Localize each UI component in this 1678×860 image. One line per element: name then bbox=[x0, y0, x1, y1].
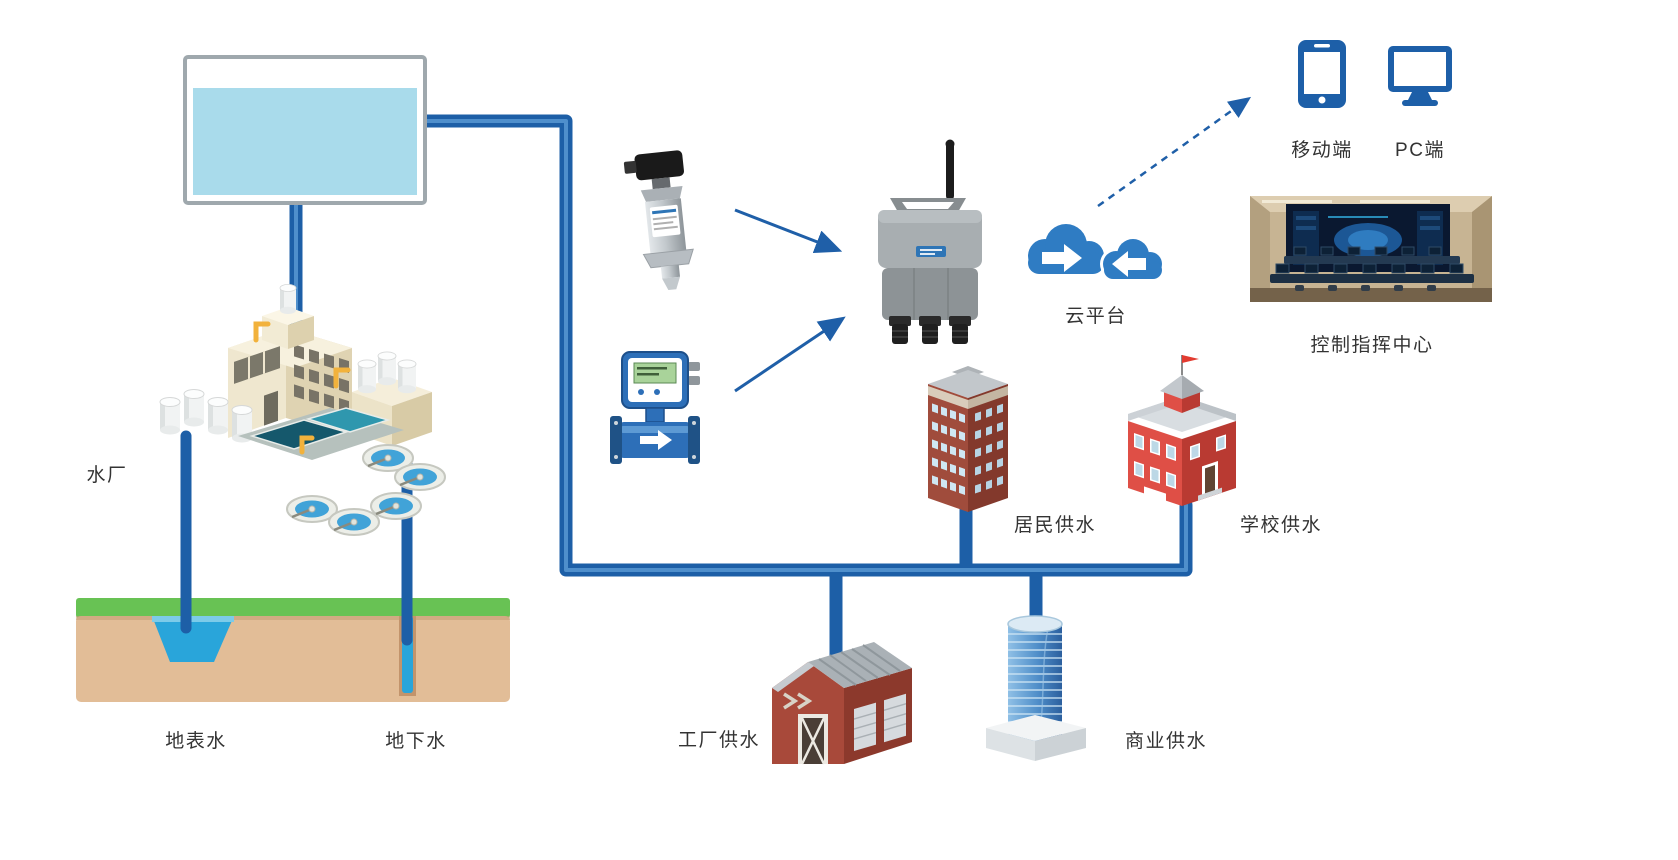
pipe-main-highlight bbox=[418, 119, 1188, 572]
school-building-icon bbox=[1128, 355, 1236, 506]
arrow-flowmeter-to-rtu bbox=[734, 316, 846, 393]
cloud-sync-icon bbox=[1028, 224, 1165, 282]
factory-label: 工厂供水 bbox=[677, 730, 761, 751]
control-center-label: 控制指挥中心 bbox=[1310, 335, 1434, 356]
commercial-label: 商业供水 bbox=[1124, 731, 1208, 752]
factory-building-icon bbox=[772, 642, 912, 765]
water-treatment-plant-icon bbox=[159, 283, 447, 537]
surface-water-intake-icon bbox=[152, 616, 234, 662]
electromagnetic-flowmeter-icon bbox=[610, 351, 700, 464]
smartphone-icon bbox=[1298, 40, 1346, 108]
residential-building-icon bbox=[928, 366, 1008, 512]
residential-label: 居民供水 bbox=[1013, 515, 1097, 536]
rtu-telemetry-terminal-icon bbox=[878, 139, 982, 344]
cloud-platform-label: 云平台 bbox=[1065, 306, 1127, 327]
pressure-transmitter-icon bbox=[623, 150, 694, 291]
arrow-cloud-to-terminals bbox=[1097, 96, 1252, 208]
ground-water-label: 地下水 bbox=[385, 731, 447, 752]
surface-water-label: 地表水 bbox=[165, 731, 227, 752]
school-label: 学校供水 bbox=[1239, 515, 1323, 536]
ground-cross-section bbox=[76, 598, 510, 702]
pc-label: PC端 bbox=[1395, 140, 1445, 161]
water-tank-icon bbox=[183, 55, 427, 205]
control-room-illustration bbox=[1250, 196, 1492, 302]
arrow-pressure-to-rtu bbox=[734, 208, 843, 254]
water-plant-label: 水厂 bbox=[86, 465, 128, 486]
commercial-tower-icon bbox=[986, 615, 1086, 761]
mobile-label: 移动端 bbox=[1291, 140, 1353, 161]
desktop-monitor-icon bbox=[1388, 46, 1452, 106]
